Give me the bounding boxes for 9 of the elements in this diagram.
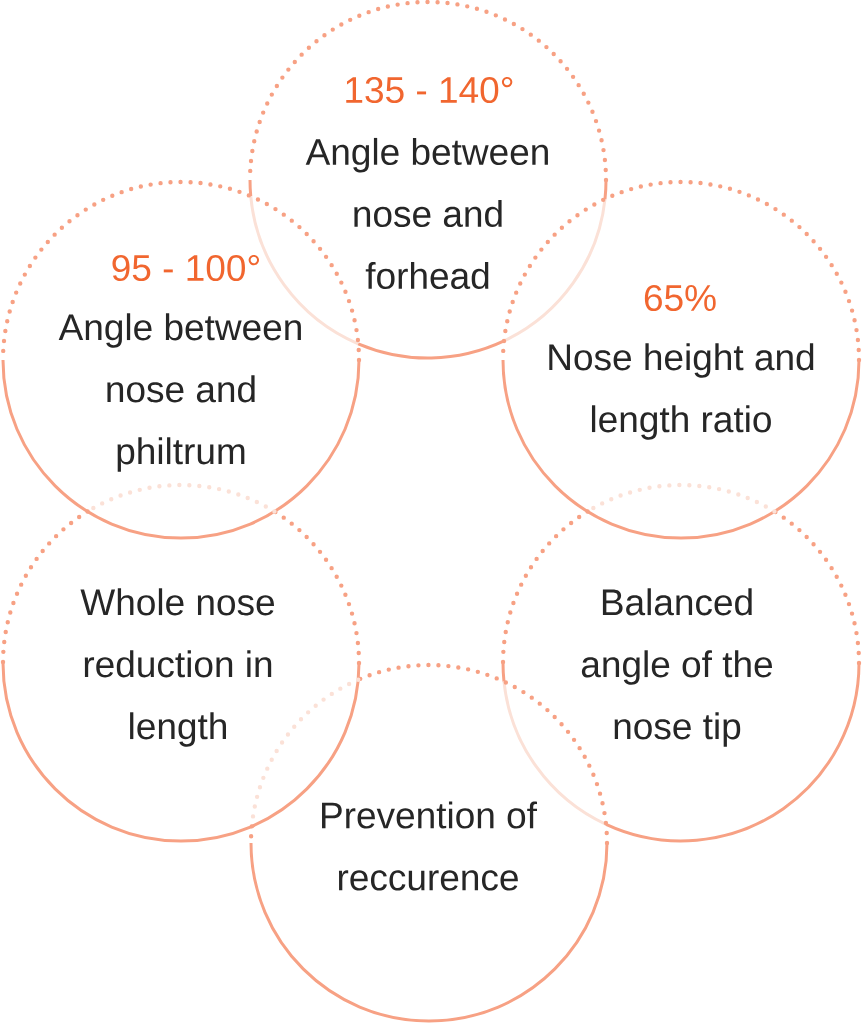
label-text: Whole nose reduction in length: [80, 588, 274, 747]
value-text: 135 - 140°: [346, 76, 513, 104]
label-text: Balanced angle of the nose tip: [581, 588, 772, 747]
label-text: Prevention of reccurence: [322, 801, 537, 891]
value-text: 95 - 100°: [112, 254, 259, 282]
label-text: Angle between nose and philtrum: [58, 313, 301, 472]
label-text: Angle between nose and forhead: [305, 137, 548, 290]
value-text: 65%: [644, 284, 716, 312]
label-text: Nose height and length ratio: [549, 343, 814, 440]
